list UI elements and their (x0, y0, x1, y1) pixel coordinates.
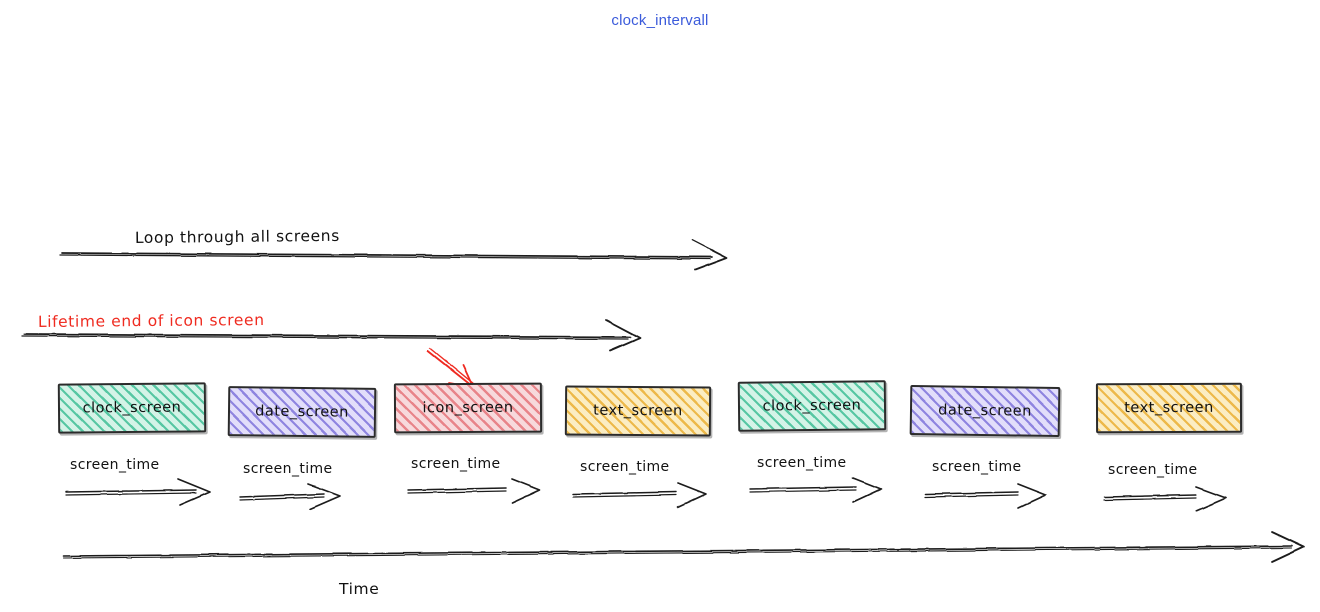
page-title: clock_intervall (611, 12, 709, 29)
screen-box-label: icon_screen (422, 399, 514, 417)
screen-time-label-4: screen_time (580, 459, 670, 475)
loop-span-arrow (59, 239, 728, 271)
screen-box-label: text_screen (593, 402, 683, 420)
icon-screen-callout-arrow (427, 347, 475, 388)
screen-box-date-1[interactable]: date_screen (227, 386, 377, 438)
screen-box-label: date_screen (255, 403, 349, 421)
screen-time-arrow-2 (239, 483, 341, 510)
screen-time-label-2: screen_time (243, 461, 333, 477)
screen-time-arrow-6 (924, 483, 1047, 509)
screen-box-date-2[interactable]: date_screen (909, 384, 1061, 438)
screen-time-label-3: screen_time (411, 456, 501, 472)
screen-box-clock-2[interactable]: clock_screen (737, 380, 887, 432)
screen-box-text-2[interactable]: text_screen (1095, 382, 1243, 434)
time-axis-arrow (63, 531, 1305, 563)
screen-box-label: text_screen (1124, 399, 1214, 417)
screen-box-clock-1[interactable]: clock_screen (57, 382, 207, 434)
screen-box-icon[interactable]: icon_screen (393, 382, 543, 434)
screen-time-arrow-3 (407, 478, 541, 504)
screen-box-text-1[interactable]: text_screen (564, 385, 712, 437)
time-axis-label: Time (339, 580, 380, 598)
screen-time-arrow-4 (572, 482, 707, 508)
screen-time-label-1: screen_time (70, 457, 160, 473)
screen-time-arrow-1 (65, 478, 211, 506)
screen-time-label-7: screen_time (1108, 462, 1198, 478)
screen-box-label: clock_screen (82, 399, 182, 417)
lifetime-annotation-label: Lifetime end of icon screen (37, 311, 265, 331)
screen-box-label: date_screen (938, 402, 1032, 420)
lifetime-span-arrow (21, 319, 641, 352)
screen-time-arrows (65, 477, 1227, 512)
screen-time-label-6: screen_time (932, 459, 1022, 475)
screen-time-arrow-7 (1103, 486, 1227, 512)
screen-time-arrow-5 (749, 477, 882, 503)
loop-annotation-label: Loop through all screens (134, 226, 340, 247)
screen-time-label-5: screen_time (757, 455, 847, 471)
screen-box-label: clock_screen (762, 397, 862, 415)
